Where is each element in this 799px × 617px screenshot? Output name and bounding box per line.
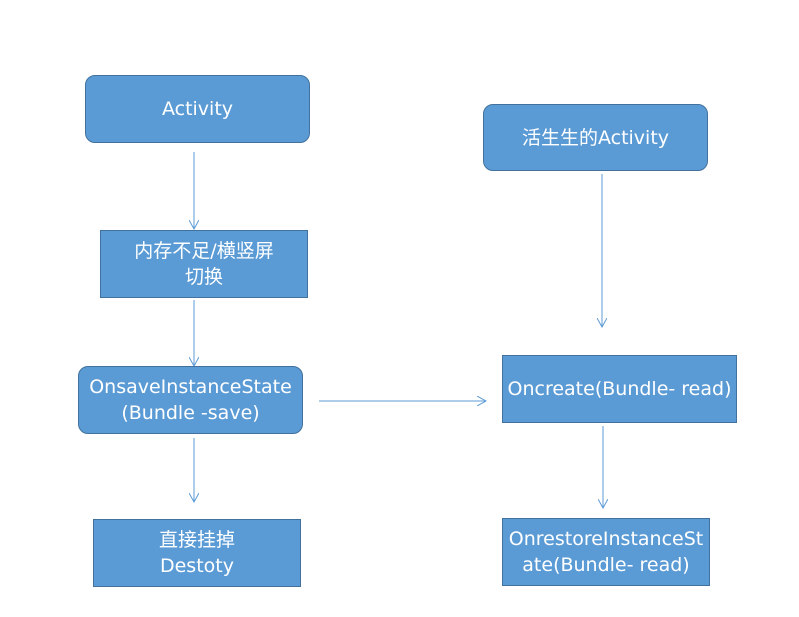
node-activity: Activity — [85, 75, 310, 143]
node-memory-rotation: 内存不足/横竖屏 切换 — [100, 230, 308, 298]
node-onsave-instance-state: OnsaveInstanceState (Bundle -save) — [78, 366, 303, 434]
node-onrestore-instance-state: OnrestoreInstanceSt ate(Bundle- read) — [502, 518, 710, 586]
node-live-activity: 活生生的Activity — [483, 104, 708, 171]
node-oncreate: Oncreate(Bundle- read) — [502, 355, 737, 423]
node-destroy: 直接挂掉 Destoty — [93, 519, 301, 587]
